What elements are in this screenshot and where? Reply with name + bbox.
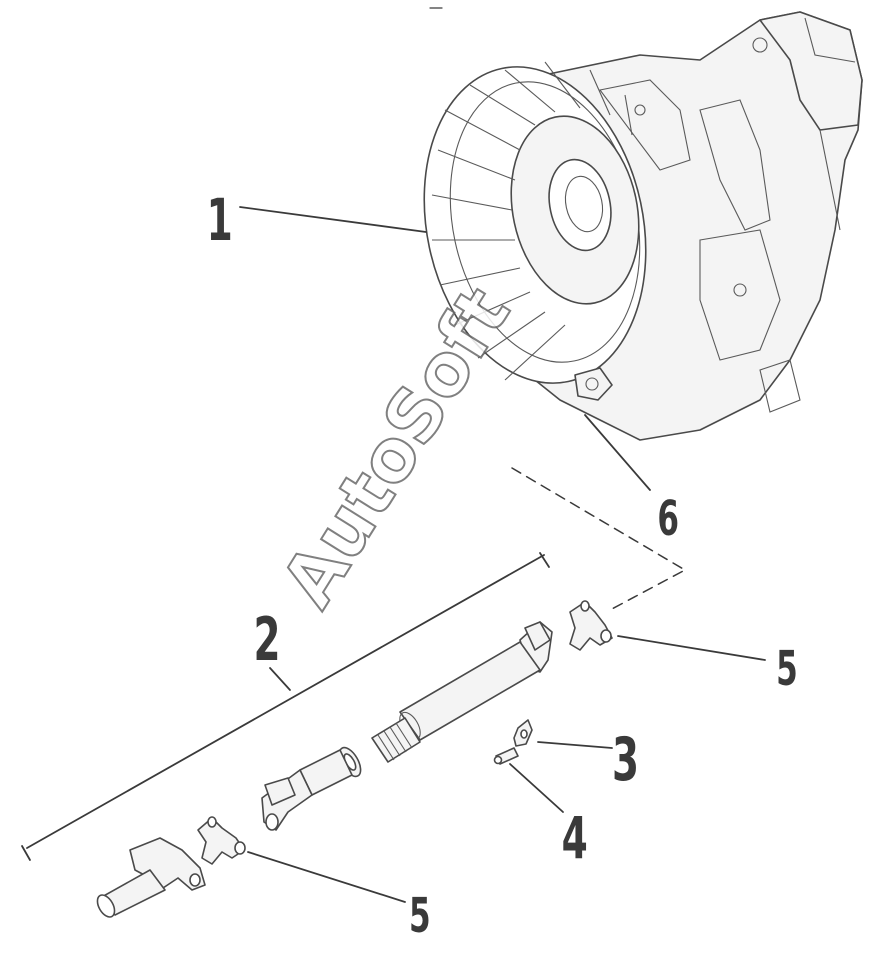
callout-5-upper: 5 (776, 640, 798, 696)
callout-3: 3 (612, 725, 639, 795)
rear-flange-yoke (96, 837, 206, 918)
transmission-housing (423, 11, 863, 441)
universal-joint-upper (569, 600, 613, 651)
callout-5-lower: 5 (409, 887, 431, 943)
leader-lines (21, 206, 766, 903)
universal-joint-lower (197, 816, 246, 865)
watermark: AutoSoft (264, 272, 527, 622)
callout-labels: 1 2 3 4 5 5 6 (207, 186, 798, 943)
bolt (493, 747, 519, 765)
callout-1: 1 (207, 186, 233, 254)
callout-2: 2 (253, 605, 280, 675)
retaining-clip (513, 719, 533, 747)
propeller-shaft (261, 621, 553, 831)
callout-4: 4 (562, 804, 588, 872)
watermark-text: AutoSoft (265, 273, 526, 621)
callout-6: 6 (657, 490, 679, 546)
